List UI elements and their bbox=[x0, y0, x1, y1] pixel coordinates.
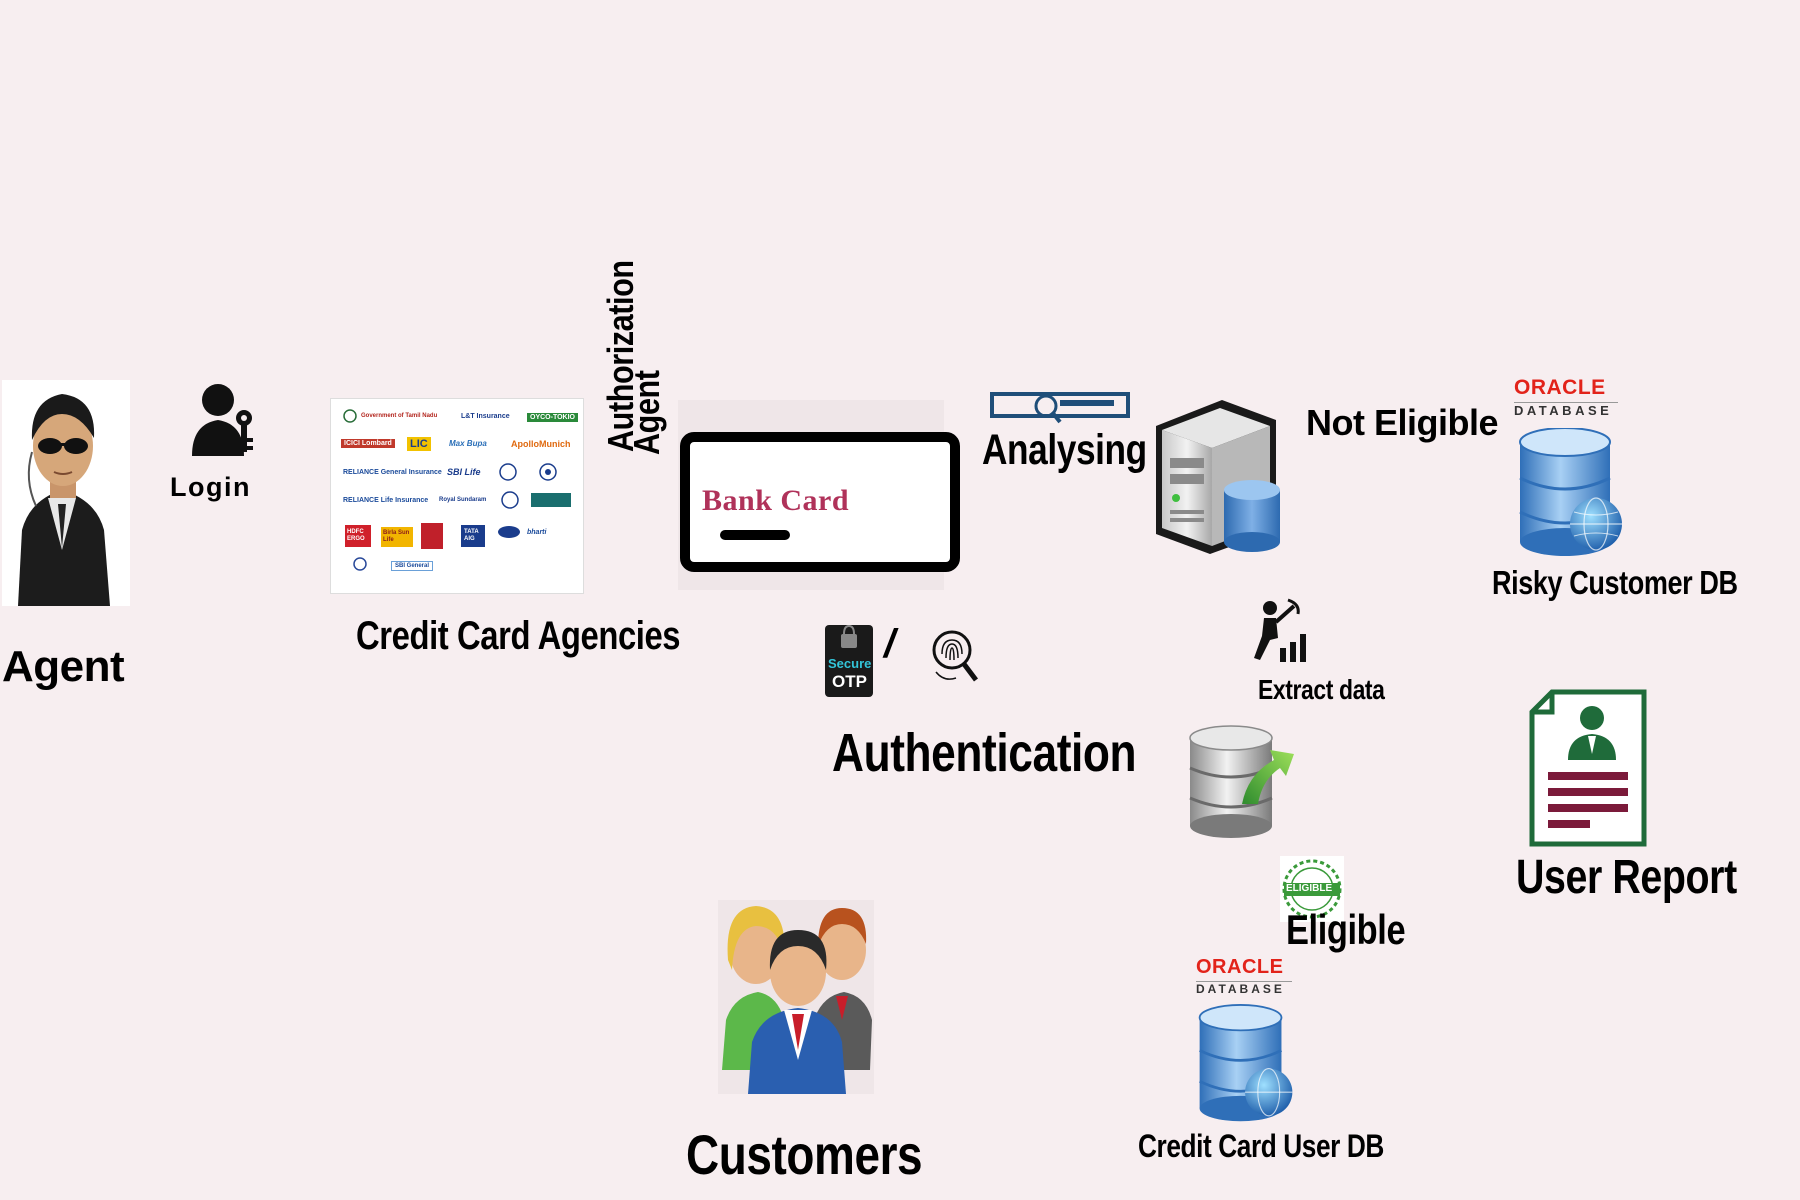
eligible-badge-text: ELIGIBLE bbox=[1286, 883, 1333, 894]
agency-logo: OYCO-TOKIO bbox=[527, 413, 578, 422]
credit-card-user-db-label: Credit Card User DB bbox=[1138, 1128, 1384, 1164]
agency-logo: HDFC ERGO bbox=[345, 525, 371, 547]
emblem-icon bbox=[421, 523, 443, 549]
risky-customer-db-label: Risky Customer DB bbox=[1492, 564, 1738, 601]
agency-logo: Max Bupa bbox=[449, 439, 487, 448]
otp-text: OTP bbox=[832, 672, 867, 691]
emblem-icon bbox=[498, 526, 520, 538]
oracle-database-text: DATABASE bbox=[1196, 982, 1285, 996]
oracle-logo: ORACLE DATABASE bbox=[1514, 376, 1624, 426]
oracle-wordmark: ORACLE bbox=[1196, 956, 1284, 978]
agency-logo: Government of Tamil Nadu bbox=[361, 413, 438, 419]
agent-figure-icon bbox=[0, 380, 132, 606]
customers-group-icon bbox=[718, 900, 874, 1094]
oracle-database-text: DATABASE bbox=[1514, 403, 1613, 418]
customers-label: Customers bbox=[686, 1123, 923, 1186]
extract-data-label: Extract data bbox=[1258, 674, 1385, 705]
card-stripe bbox=[690, 487, 950, 507]
agency-logo: RELIANCE Life Insurance bbox=[343, 497, 429, 504]
agency-logo: TATA AIG bbox=[461, 525, 485, 547]
emblem-icon bbox=[531, 493, 571, 507]
user-report-label: User Report bbox=[1516, 851, 1737, 904]
emblem-icon bbox=[499, 463, 517, 481]
eligible-label: Eligible bbox=[1286, 906, 1406, 953]
miner-chart-icon bbox=[1250, 598, 1312, 662]
bank-card-label: Bank Card bbox=[702, 484, 850, 517]
emblem-icon bbox=[343, 409, 357, 423]
server-database-icon bbox=[1150, 398, 1292, 558]
agency-logo: bharti bbox=[527, 529, 547, 536]
agent-label: Agent bbox=[2, 642, 125, 691]
authentication-label: Authentication bbox=[832, 723, 1137, 783]
eligible-badge-icon: ELIGIBLE bbox=[1280, 856, 1344, 922]
agency-logos-collage: Government of Tamil Nadu L&T Insurance O… bbox=[330, 398, 584, 594]
database-globe-icon bbox=[1516, 428, 1626, 558]
bank-card-icon: Bank Card bbox=[680, 432, 960, 572]
agency-logo: ApolloMunich bbox=[511, 439, 571, 449]
oracle-wordmark: ORACLE bbox=[1514, 376, 1606, 399]
agency-logo: ICICI Lombard bbox=[341, 439, 395, 448]
emblem-icon bbox=[353, 557, 367, 571]
agent-vertical-label: Agent bbox=[626, 370, 667, 455]
login-label: Login bbox=[170, 472, 251, 502]
emblem-icon bbox=[539, 463, 557, 481]
fingerprint-search-icon bbox=[930, 624, 980, 688]
slash-separator: / bbox=[884, 622, 895, 666]
analysing-label: Analysing bbox=[982, 426, 1147, 474]
search-bar-icon bbox=[990, 392, 1130, 426]
secure-otp-icon: Secure OTP bbox=[824, 624, 874, 698]
agency-logo: Royal Sundaram bbox=[439, 497, 487, 503]
user-key-icon bbox=[188, 378, 258, 458]
database-globe-icon bbox=[1196, 1004, 1296, 1124]
agency-logo: LIC bbox=[407, 437, 431, 451]
agency-logo: Birla Sun Life bbox=[381, 527, 413, 547]
agency-logo: SBI General bbox=[391, 561, 434, 571]
database-export-icon bbox=[1186, 724, 1296, 840]
agency-logo: L&T Insurance bbox=[461, 413, 510, 420]
not-eligible-label: Not Eligible bbox=[1306, 402, 1499, 443]
user-report-icon bbox=[1528, 688, 1648, 848]
card-bar bbox=[720, 530, 790, 540]
oracle-logo: ORACLE DATABASE bbox=[1196, 956, 1306, 1006]
agency-logo: SBI Life bbox=[447, 467, 481, 477]
agency-logo: RELIANCE General Insurance bbox=[343, 469, 442, 476]
secure-text: Secure bbox=[828, 656, 872, 671]
emblem-icon bbox=[501, 491, 519, 509]
credit-card-agencies-label: Credit Card Agencies bbox=[356, 614, 681, 658]
